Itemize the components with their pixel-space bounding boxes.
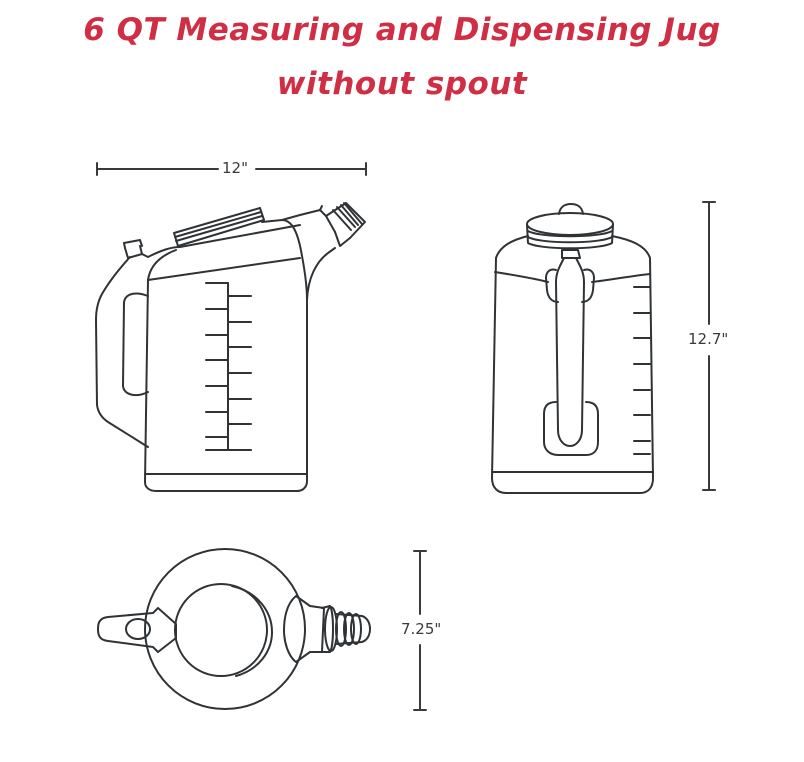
- page-title: 6 QT Measuring and Dispensing Jug: [83, 12, 721, 48]
- side-measurement-scale: [205, 282, 252, 451]
- width-dimension-line: [96, 162, 367, 176]
- height-dimension-label: 12.7": [688, 330, 729, 348]
- front-measurement-scale: [633, 286, 651, 455]
- top-view-jug: [97, 548, 371, 710]
- height-dimension-line: [702, 201, 716, 491]
- front-view-jug: [491, 203, 654, 494]
- depth-dimension-line: [413, 550, 427, 711]
- width-dimension-label: 12": [222, 159, 248, 177]
- page-subtitle: without spout: [276, 66, 528, 102]
- side-view-jug: [95, 202, 366, 492]
- depth-dimension-label: 7.25": [401, 620, 442, 638]
